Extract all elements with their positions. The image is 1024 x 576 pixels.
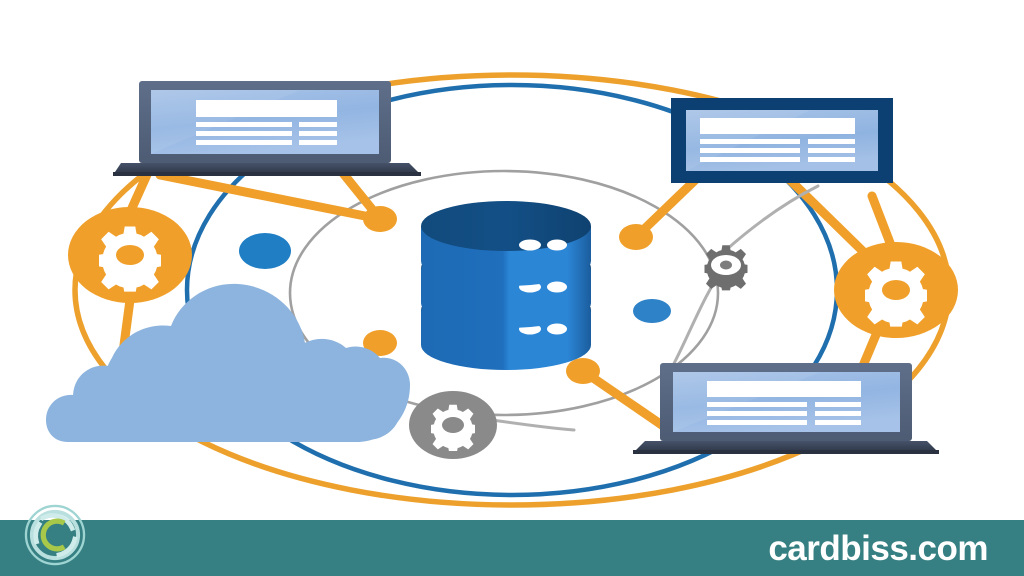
screen-header-bar <box>196 100 337 117</box>
screen-right-column-lines <box>299 122 337 145</box>
logo-arc-segment-top <box>40 513 76 532</box>
cloud-shape-main <box>46 283 410 442</box>
gear-gray-bottom-hub <box>442 417 464 433</box>
spoke-top-left <box>155 170 385 224</box>
brand-wordmark: cardbiss.com <box>768 528 988 568</box>
central-database-cylinder <box>421 201 591 370</box>
gear-orange-left-hub <box>116 245 144 265</box>
gear-gray-bottom <box>409 391 497 459</box>
accent-dot-left <box>239 233 291 269</box>
bottom-screen-left-column-lines <box>707 402 807 425</box>
logo-ring-mid <box>29 509 81 561</box>
laptop-top-left-base-edge <box>113 172 421 176</box>
accent-dot-right <box>633 299 671 323</box>
inner-gray-ring <box>288 169 720 417</box>
connector-node-top-right <box>619 224 653 250</box>
gear-orange-right-hub <box>882 280 910 300</box>
connector-node-bottom-right <box>566 358 600 384</box>
logo-ring-outer <box>24 504 86 566</box>
laptop-bottom-right-base-edge <box>633 450 939 454</box>
bottom-screen-header-bar <box>707 381 861 397</box>
cardbiss-circular-logo <box>24 504 86 566</box>
monitor-top-right <box>671 98 893 183</box>
gear-gray-right <box>704 245 748 291</box>
gear-orange-left <box>68 207 192 303</box>
connector-node-top-left <box>363 206 397 232</box>
monitor-header-bar <box>700 118 855 134</box>
footer-brand-bar: cardbiss.com <box>0 504 1024 576</box>
logo-center-hole <box>46 526 64 544</box>
connector-nodes <box>239 206 671 384</box>
bottom-screen-right-column-lines <box>815 402 861 425</box>
cloud-bottom-left <box>46 283 410 442</box>
logo-arc-segment-right <box>56 536 78 558</box>
logo-arc-segment-left <box>33 521 43 545</box>
monitor-right-column-lines <box>808 139 855 162</box>
spoke-bottom-right <box>578 366 677 437</box>
connector-node-bottom-left <box>363 330 397 356</box>
db-tier-1-top <box>421 201 591 251</box>
screen-left-column-lines <box>196 122 292 145</box>
gear-gray-right-hub-core <box>720 260 732 270</box>
logo-c-accent <box>40 518 66 552</box>
monitor-left-column-lines <box>700 139 800 162</box>
spoke-right-gear-upper <box>867 191 897 253</box>
gear-orange-right <box>834 242 958 338</box>
laptop-top-left <box>113 81 421 176</box>
gray-link-right-top <box>724 184 820 252</box>
gray-link-bottom-gear-right <box>490 418 576 432</box>
laptop-bottom-right <box>633 363 939 454</box>
db-tier-1-indicators <box>519 239 567 251</box>
